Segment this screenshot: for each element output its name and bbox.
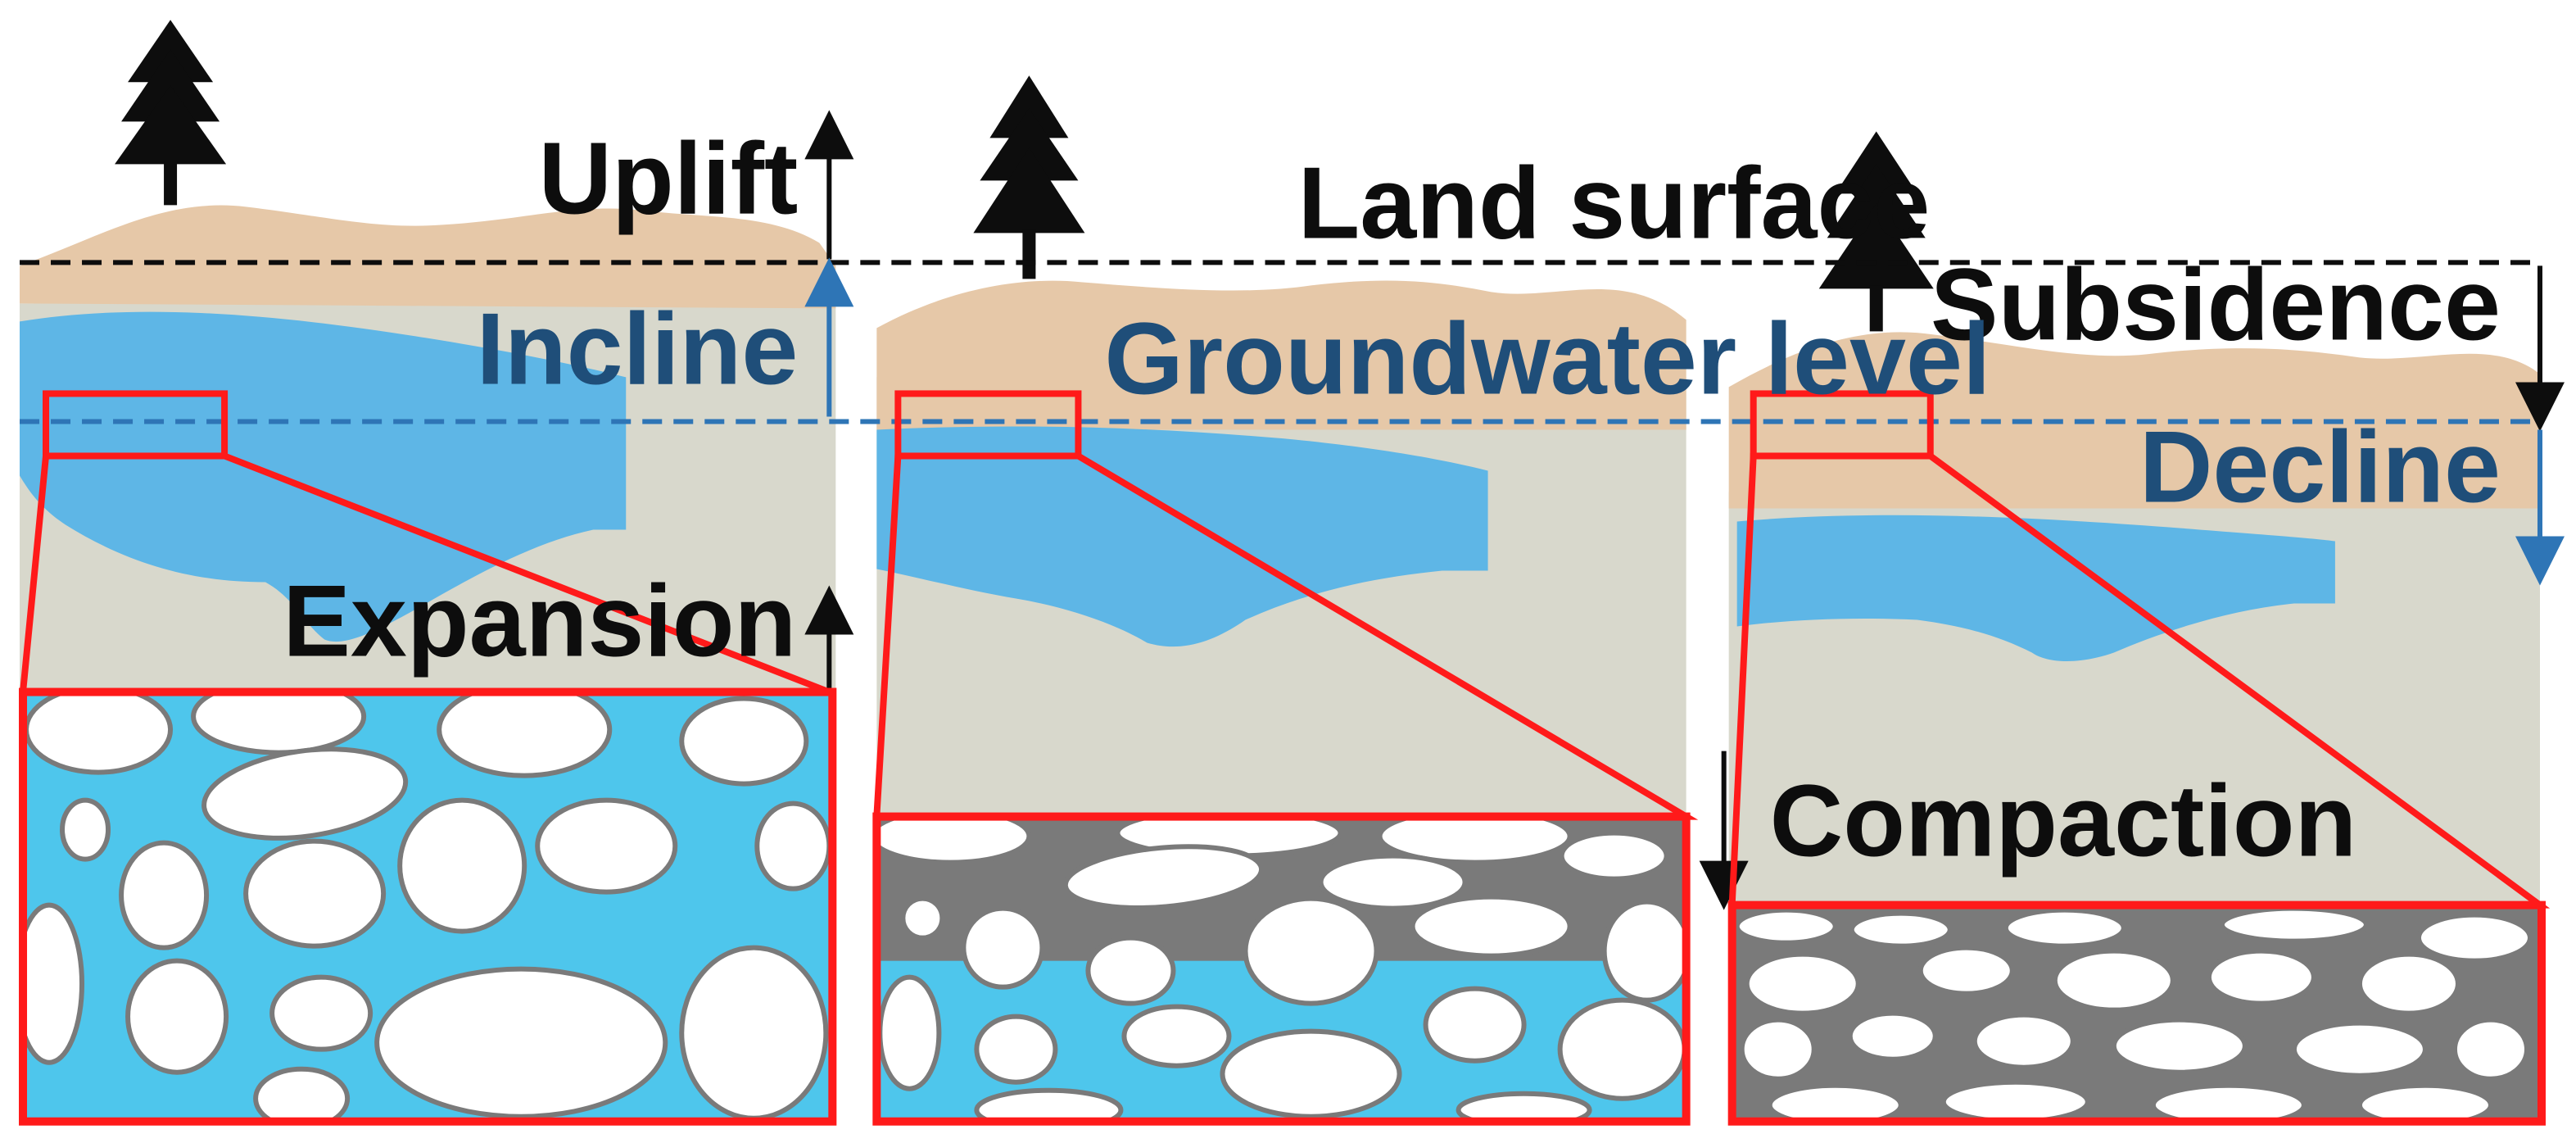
grain <box>2291 1020 2428 1078</box>
grain <box>2111 1017 2248 1075</box>
subsidence-label: Subsidence <box>1931 248 2501 361</box>
groundwater-level-label: Groundwater level <box>1104 302 1990 415</box>
zoom-inset-normal <box>872 390 1699 1126</box>
zoom-source-box <box>894 390 1082 460</box>
grain <box>2356 951 2461 1016</box>
grain <box>1121 1004 1232 1068</box>
subsidence-panel <box>1728 131 2540 905</box>
grain <box>1377 816 1573 865</box>
expansion-label: Expansion <box>283 565 796 678</box>
grain <box>397 797 527 934</box>
grain <box>2415 912 2533 964</box>
grain <box>1085 935 1176 1006</box>
grain <box>679 696 809 787</box>
grain <box>1739 1017 1817 1082</box>
grain <box>900 896 945 941</box>
grain <box>2003 907 2126 949</box>
grain <box>1062 844 1265 910</box>
grain <box>1243 896 1379 1006</box>
tree-icon <box>1818 131 1934 332</box>
grain <box>679 945 829 1121</box>
decline-label: Decline <box>2139 410 2501 524</box>
compaction-label: Compaction <box>1770 765 2357 878</box>
grain <box>119 840 210 950</box>
grain <box>2219 905 2369 944</box>
groundwater-body <box>876 426 1488 647</box>
grain <box>2052 948 2175 1013</box>
grain <box>125 958 229 1075</box>
grain <box>877 974 942 1091</box>
land-surface-soil <box>1728 332 2540 509</box>
normal-panel <box>876 75 1686 820</box>
land-surface-label: Land surface <box>1298 147 1931 260</box>
zoom-inset-frame <box>1727 900 2546 1126</box>
grain <box>2356 1082 2493 1122</box>
zoom-source-box <box>1750 390 1934 460</box>
grain <box>1410 894 1573 959</box>
grain <box>1849 910 1953 949</box>
grain <box>1220 1028 1402 1119</box>
grain <box>1423 986 1527 1064</box>
grain <box>1557 997 1686 1101</box>
grain <box>1601 899 1686 1003</box>
grain <box>1744 951 1861 1016</box>
tree-icon <box>973 75 1085 279</box>
grain <box>60 797 111 862</box>
grain <box>876 816 1032 865</box>
grain <box>1734 907 1838 946</box>
zoom-inset-frame <box>19 687 837 1126</box>
grain <box>1940 1079 2090 1122</box>
grain <box>24 692 174 775</box>
grain <box>2206 948 2316 1006</box>
zoom-inset-frame <box>872 812 1691 1126</box>
grain <box>1972 1012 2076 1070</box>
grain <box>269 974 373 1052</box>
uplift-label: Uplift <box>538 122 798 235</box>
grain <box>23 902 85 1065</box>
tree-icon <box>115 20 227 206</box>
grain <box>374 966 668 1119</box>
grain <box>2452 1017 2529 1082</box>
grain <box>754 801 832 891</box>
grain <box>201 746 409 841</box>
grain <box>1318 853 1468 911</box>
zoom-inset-compacted <box>1727 390 2551 1126</box>
grain <box>1559 830 1669 882</box>
grain <box>974 1014 1058 1085</box>
grain <box>1847 1010 1938 1062</box>
zoom-inset-expanded <box>19 390 837 1126</box>
grain <box>961 905 1045 990</box>
grain <box>243 838 387 949</box>
incline-label: Incline <box>476 293 798 406</box>
grain <box>535 797 678 895</box>
grain <box>2150 1082 2307 1122</box>
grain <box>1917 945 2015 996</box>
land-surface-soil <box>20 205 836 309</box>
grain <box>253 1066 351 1122</box>
groundwater-body <box>1736 515 2335 662</box>
zoom-source-box <box>43 390 229 460</box>
grain <box>1767 1082 1904 1122</box>
grain <box>437 692 613 778</box>
grain <box>1456 1091 1592 1122</box>
grain <box>974 1087 1124 1122</box>
